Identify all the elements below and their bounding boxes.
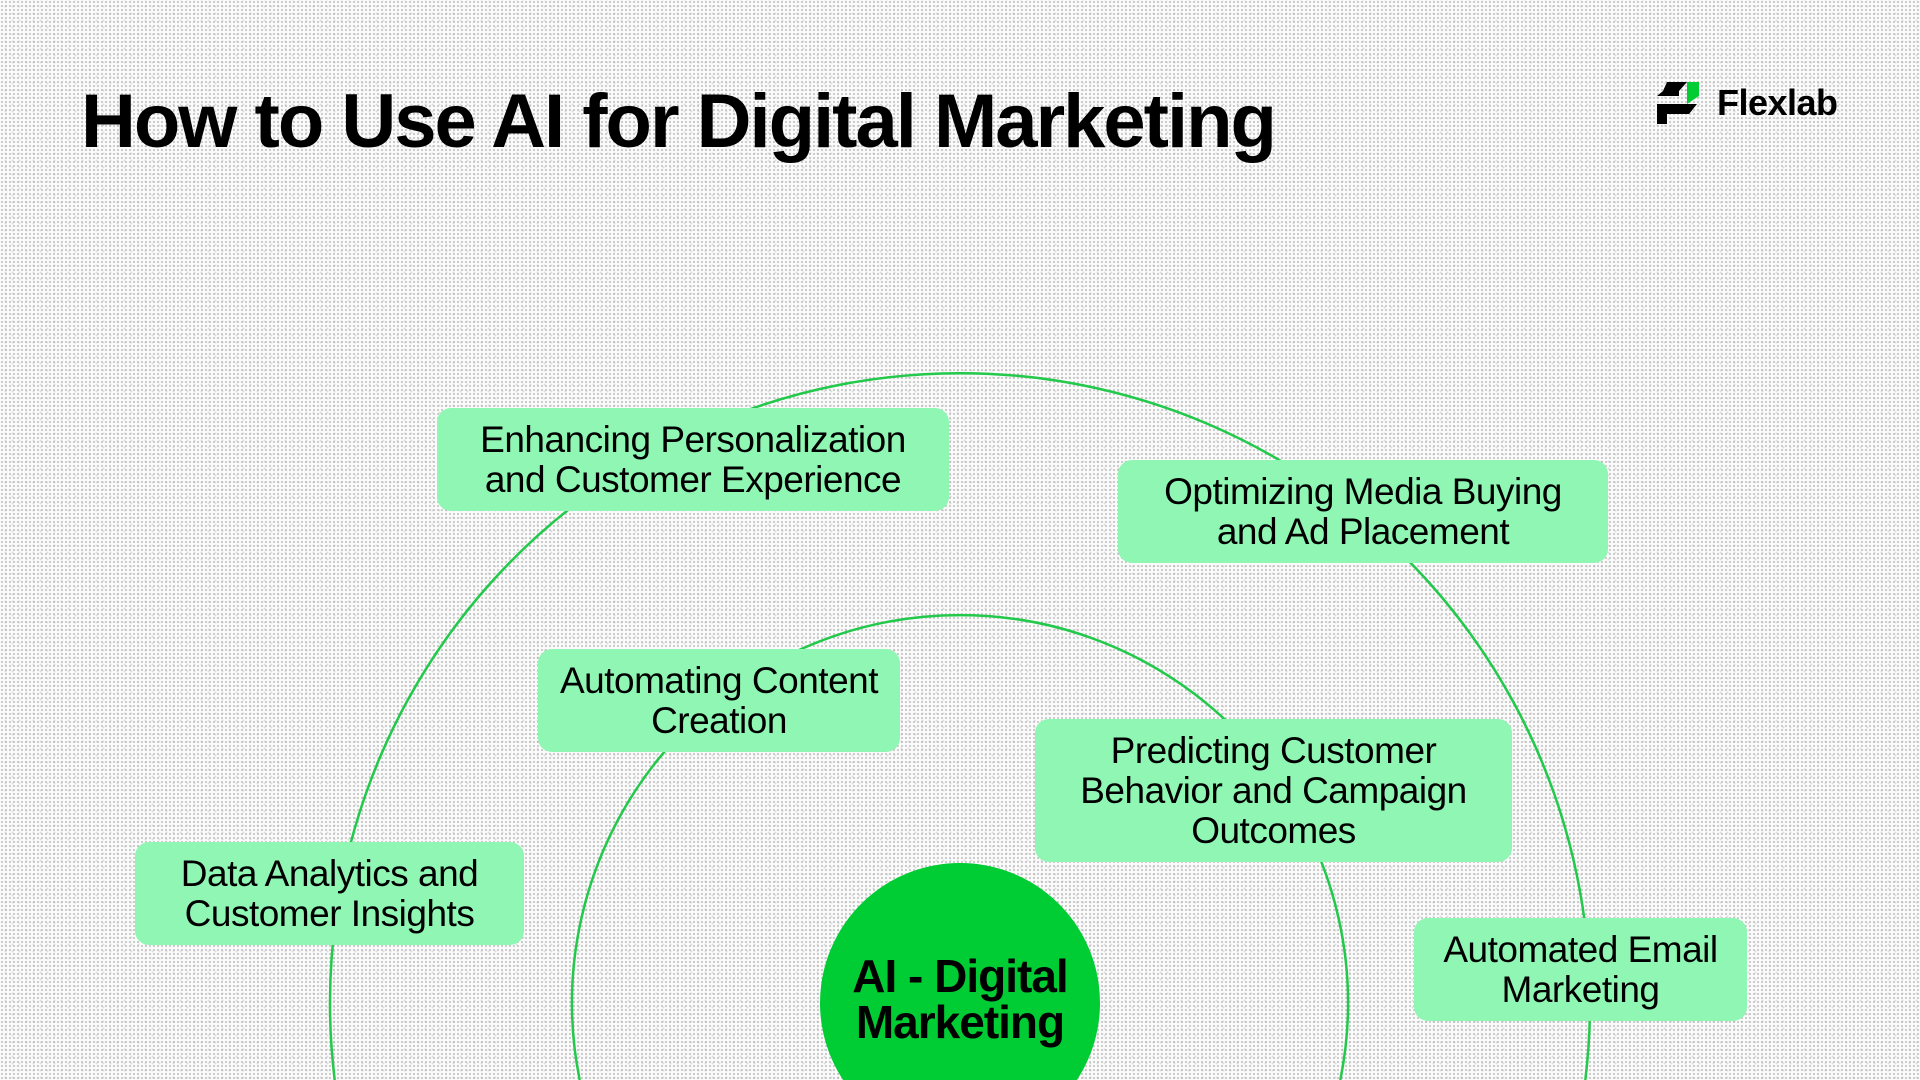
item-email-marketing: Automated Email Marketing: [1414, 918, 1747, 1021]
outer-ring: [328, 371, 1592, 1080]
item-label: Optimizing Media Buying and Ad Placement: [1164, 470, 1562, 552]
item-label: Automated Email Marketing: [1443, 928, 1718, 1010]
item-content-creation: Automating Content Creation: [538, 649, 900, 752]
center-label: AI - Digital Marketing: [852, 950, 1068, 1048]
item-label: Predicting Customer Behavior and Campaig…: [1080, 729, 1467, 851]
inner-ring: [570, 613, 1350, 1080]
item-data-analytics: Data Analytics and Customer Insights: [135, 842, 524, 945]
logo-text: Flexlab: [1717, 82, 1838, 123]
item-label: Automating Content Creation: [559, 659, 879, 741]
item-label: Enhancing Personalization and Customer E…: [480, 418, 906, 500]
page-title: How to Use AI for Digital Marketing: [81, 79, 1277, 164]
flexlab-logo-icon: [1657, 82, 1699, 124]
item-label: Data Analytics and Customer Insights: [180, 852, 479, 934]
item-media-buying: Optimizing Media Buying and Ad Placement: [1118, 460, 1608, 563]
item-predicting-behavior: Predicting Customer Behavior and Campaig…: [1035, 719, 1512, 862]
flexlab-logo: Flexlab: [1657, 82, 1838, 124]
item-personalization: Enhancing Personalization and Customer E…: [437, 408, 949, 511]
center-node: [820, 862, 1100, 1080]
